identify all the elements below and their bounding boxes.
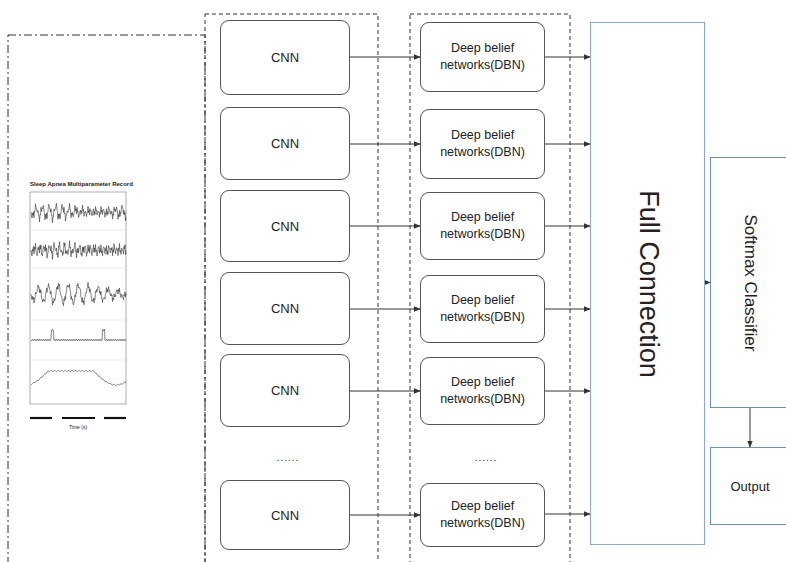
dbn-box: Deep belief networks(DBN) [420, 275, 545, 343]
ellipsis: ...... [471, 452, 501, 463]
ellipsis: ...... [273, 452, 303, 463]
node-label: CNN [271, 508, 299, 523]
axis-label: Time (s) [66, 424, 90, 430]
cnn-box: CNN [220, 20, 350, 95]
node-label: CNN [271, 136, 299, 151]
cnn-group [205, 14, 378, 562]
arrow-connector [545, 309, 590, 310]
signal-plot [30, 192, 126, 418]
arrow-connector [545, 514, 590, 515]
arrow-connector [350, 391, 420, 392]
node-label: Softmax Classifier [740, 214, 760, 351]
node-label: CNN [271, 50, 299, 65]
node-label: Full Connection [632, 190, 663, 378]
arrow-connector [750, 408, 751, 447]
dbn-group [410, 14, 570, 562]
output-box: Output [710, 447, 786, 525]
arrow-connector [350, 309, 420, 310]
cnn-box: CNN [220, 480, 350, 550]
node-label: CNN [271, 301, 299, 316]
event-bar [104, 417, 126, 419]
arrow-connector [350, 226, 420, 227]
signal-trace [31, 282, 126, 305]
node-label: Deep belief networks(DBN) [427, 127, 538, 161]
dbn-box: Deep belief networks(DBN) [420, 109, 545, 179]
arrow-connector [545, 391, 590, 392]
node-label: CNN [271, 383, 299, 398]
cnn-box: CNN [220, 190, 350, 262]
cnn-box: CNN [220, 272, 350, 345]
node-label: Deep belief networks(DBN) [427, 209, 538, 243]
cnn-box: CNN [220, 354, 350, 427]
signal-trace [31, 329, 126, 341]
dbn-box: Deep belief networks(DBN) [420, 483, 545, 547]
node-label: Output [730, 479, 769, 494]
arrow-connector [350, 57, 420, 58]
node-label: Deep belief networks(DBN) [427, 498, 538, 532]
event-bar [62, 417, 95, 419]
arrow-connector [545, 144, 590, 145]
signal-trace [31, 370, 126, 385]
node-label: Deep belief networks(DBN) [427, 374, 538, 408]
arrow-connector [350, 144, 420, 145]
signal-trace [31, 203, 126, 223]
node-label: CNN [271, 219, 299, 234]
softmax-box: Softmax Classifier [710, 157, 786, 408]
event-bar [30, 417, 52, 419]
node-label: Deep belief networks(DBN) [427, 292, 538, 326]
input-region [8, 35, 205, 562]
arrow-connector [545, 226, 590, 227]
plot-frame [30, 192, 126, 404]
dbn-box: Deep belief networks(DBN) [420, 192, 545, 260]
dbn-box: Deep belief networks(DBN) [420, 357, 545, 425]
arrow-connector [545, 57, 590, 58]
full-connection-layer: Full Connection [590, 22, 705, 545]
dbn-box: Deep belief networks(DBN) [420, 22, 545, 92]
cnn-box: CNN [220, 107, 350, 180]
node-label: Deep belief networks(DBN) [427, 40, 538, 74]
signal-trace [31, 241, 126, 260]
arrow-connector [350, 515, 420, 516]
plot-title: Sleep Apnea Multiparameter Record [30, 181, 126, 187]
